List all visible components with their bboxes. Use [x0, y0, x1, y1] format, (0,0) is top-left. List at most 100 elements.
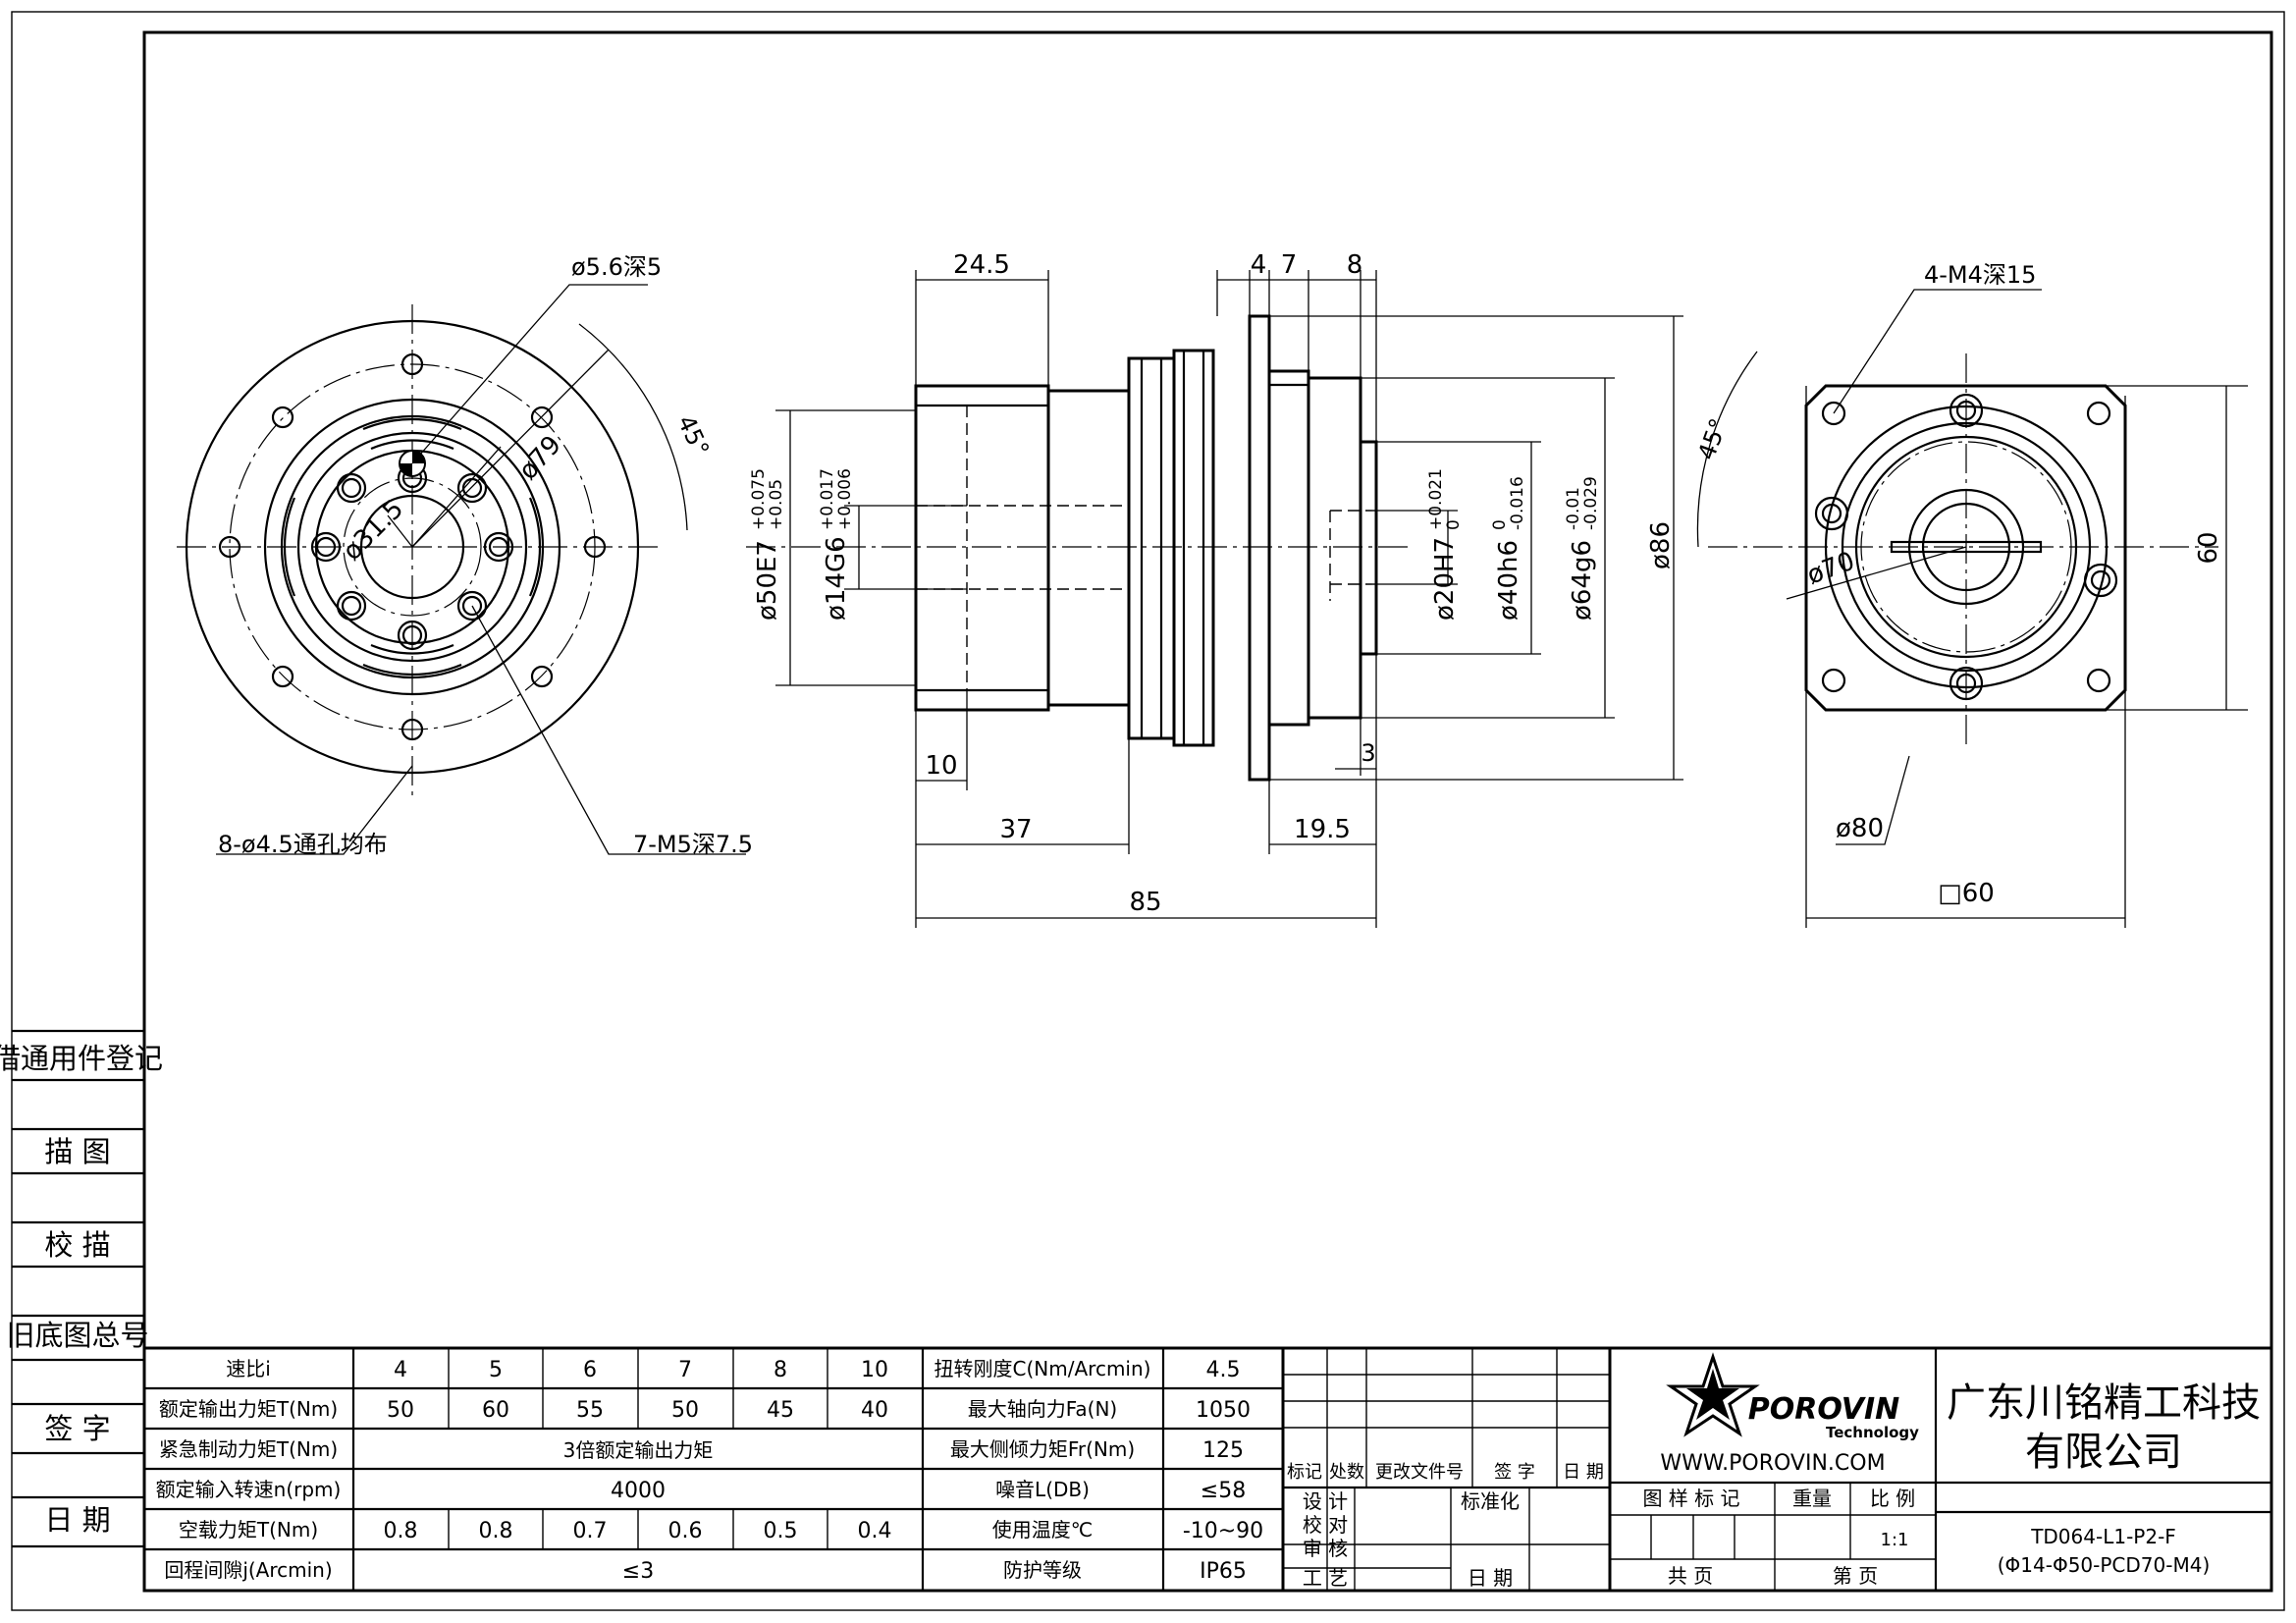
- rev-standard: 标准化: [1461, 1489, 1520, 1513]
- company-name-line2: 有限公司: [2025, 1430, 2182, 1475]
- dim-d80: ø80: [1836, 814, 1884, 843]
- dim-angle-45-rear: 45°: [1692, 414, 1733, 463]
- rev-header-sign: 签 字: [1494, 1462, 1535, 1483]
- spec-cell: 5: [489, 1358, 503, 1382]
- rev-process: 工 艺: [1303, 1566, 1348, 1590]
- dim-8: 8: [1347, 250, 1363, 280]
- dim-height-60: 60: [2194, 531, 2223, 564]
- spec-label-emergency-torque: 紧急制动力矩T(Nm): [159, 1437, 338, 1461]
- dim-d50-tol-lo: +0.05: [767, 479, 786, 530]
- logo-brand: POROVIN: [1748, 1392, 1900, 1427]
- dim-d14: ø14G6: [822, 536, 851, 621]
- drawing-number: TD064-L1-P2-F: [2030, 1525, 2176, 1548]
- side-label-date: 日 期: [44, 1503, 110, 1537]
- dim-d20-tol-lo: 0: [1444, 519, 1464, 530]
- spec-cell: 7: [678, 1358, 692, 1382]
- outer-border: [11, 11, 2285, 1611]
- spec-label-noload-torque: 空载力矩T(Nm): [179, 1518, 318, 1542]
- spec-label-protection: 防护等级: [1003, 1558, 1082, 1582]
- spec-label-stiffness: 扭转刚度C(Nm/Arcmin): [934, 1357, 1151, 1380]
- spec-cell-merged: 3倍额定输出力矩: [563, 1438, 714, 1462]
- rev-review: 审 核: [1303, 1537, 1348, 1560]
- logo-star-icon: [1666, 1352, 1760, 1437]
- dim-7-m5: 7-M5深7.5: [633, 831, 753, 858]
- spec-cell: 40: [861, 1398, 888, 1423]
- tb-header-scale: 比 例: [1870, 1487, 1915, 1510]
- dim-3: 3: [1361, 739, 1375, 767]
- rev-header-count: 处数: [1329, 1462, 1364, 1483]
- spec-cell: 50: [671, 1398, 699, 1423]
- tb-page-number: 第 页: [1833, 1564, 1878, 1588]
- dim-7: 7: [1281, 250, 1298, 280]
- dim-24-5: 24.5: [953, 250, 1010, 280]
- rev-check: 校 对: [1303, 1513, 1348, 1537]
- dim-19-5: 19.5: [1294, 815, 1351, 844]
- rev-design: 设 计: [1303, 1489, 1348, 1513]
- spec-label-axial-force: 最大轴向力Fa(N): [968, 1397, 1118, 1421]
- company-name-line1: 广东川铭精工科技: [1947, 1380, 2261, 1426]
- spec-value-tilt-torque: 125: [1202, 1438, 1244, 1463]
- spec-cell-merged: ≤3: [622, 1559, 654, 1584]
- rev-header-mark: 标记: [1287, 1462, 1322, 1483]
- spec-label-noise: 噪音L(DB): [995, 1478, 1090, 1501]
- spec-cell: 60: [482, 1398, 509, 1423]
- tb-header-mark: 图 样 标 记: [1642, 1487, 1739, 1510]
- dim-8-holes: 8-ø4.5通孔均布: [218, 831, 388, 858]
- dim-4-m4: 4-M4深15: [1924, 261, 2036, 289]
- rev-header-doc: 更改文件号: [1375, 1462, 1464, 1483]
- spec-cell: 45: [767, 1398, 794, 1423]
- spec-value-axial-force: 1050: [1196, 1398, 1251, 1423]
- dim-d20-tol-up: +0.021: [1426, 468, 1446, 530]
- logo-sub: Technology: [1826, 1424, 1919, 1441]
- revision-block: 标记 处数 更改文件号 签 字 日 期 设 计 标准化 校 对 审 核 工 艺 …: [1281, 1346, 1612, 1593]
- dim-hole-5-6: ø5.6深5: [571, 253, 662, 281]
- spec-cell: 0.7: [573, 1519, 608, 1543]
- spec-label-backlash: 回程间隙j(Arcmin): [164, 1558, 332, 1582]
- spec-table: 速比i 额定输出力矩T(Nm) 紧急制动力矩T(Nm) 额定输入转速n(rpm)…: [142, 1346, 1285, 1593]
- logo-url: WWW.POROVIN.COM: [1660, 1451, 1885, 1476]
- spec-value-stiffness: 4.5: [1206, 1358, 1241, 1382]
- spec-label-ratio: 速比i: [226, 1357, 271, 1380]
- side-label-sign: 签 字: [44, 1412, 110, 1445]
- spec-label-input-speed: 额定输入转速n(rpm): [156, 1478, 342, 1501]
- spec-cell: 50: [387, 1398, 414, 1423]
- dim-d64: ø64g6: [1568, 540, 1597, 621]
- spec-cell: 0.5: [764, 1519, 798, 1543]
- dim-d14-tol-lo: +0.006: [835, 468, 855, 530]
- spec-cell: 6: [583, 1358, 597, 1382]
- side-view: 24.5 4 7 8 10 37 19.5 85 3 ø50E7 +0.075 …: [746, 250, 1683, 928]
- rev-header-date: 日 期: [1563, 1462, 1604, 1483]
- title-block: POROVIN Technology WWW.POROVIN.COM 广东川铭精…: [1608, 1346, 2273, 1593]
- dim-d86: ø86: [1646, 521, 1676, 569]
- spec-cell: 4: [394, 1358, 407, 1382]
- spec-cell-merged: 4000: [611, 1479, 666, 1503]
- spec-value-protection: IP65: [1200, 1559, 1247, 1584]
- side-label-trace: 描 图: [44, 1135, 110, 1168]
- spec-cell: 0.6: [668, 1519, 703, 1543]
- dim-d64-tol-lo: -0.029: [1581, 476, 1601, 530]
- front-view: ø5.6深5 ø79 ø31.5 45° 8-ø4.5通孔均布 7-M5深7.5: [177, 253, 753, 858]
- spec-cell: 55: [576, 1398, 604, 1423]
- spec-label-temperature: 使用温度℃: [992, 1518, 1093, 1542]
- dim-85: 85: [1129, 888, 1161, 917]
- spec-cell: 0.8: [384, 1519, 418, 1543]
- dim-d40-tol-lo: -0.016: [1508, 476, 1527, 530]
- drawing-subtitle: (Φ14-Φ50-PCD70-M4): [1998, 1553, 2211, 1577]
- rear-view: 4-M4深15 45° ø70 ø80 60 □60: [1692, 261, 2248, 928]
- spec-cell: 10: [861, 1358, 888, 1382]
- dim-10: 10: [925, 751, 957, 781]
- dim-37: 37: [999, 815, 1032, 844]
- dim-d50: ø50E7: [753, 540, 782, 621]
- spec-label-rated-torque: 额定输出力矩T(Nm): [159, 1397, 338, 1421]
- spec-cell: 0.4: [858, 1519, 892, 1543]
- rev-date: 日 期: [1468, 1566, 1513, 1590]
- dim-d64-tol-up: -0.01: [1564, 487, 1583, 530]
- spec-label-tilt-torque: 最大侧倾力矩Fr(Nm): [950, 1437, 1135, 1461]
- dim-4: 4: [1251, 250, 1267, 280]
- dim-angle-45-front: 45°: [672, 411, 715, 460]
- dim-d70: ø70: [1803, 547, 1858, 591]
- side-registration-column: 借通用件登记 描 图 校 描 旧底图总号 签 字 日 期: [0, 1029, 163, 1548]
- side-label-old-number: 旧底图总号: [6, 1319, 148, 1352]
- spec-cell: 8: [774, 1358, 787, 1382]
